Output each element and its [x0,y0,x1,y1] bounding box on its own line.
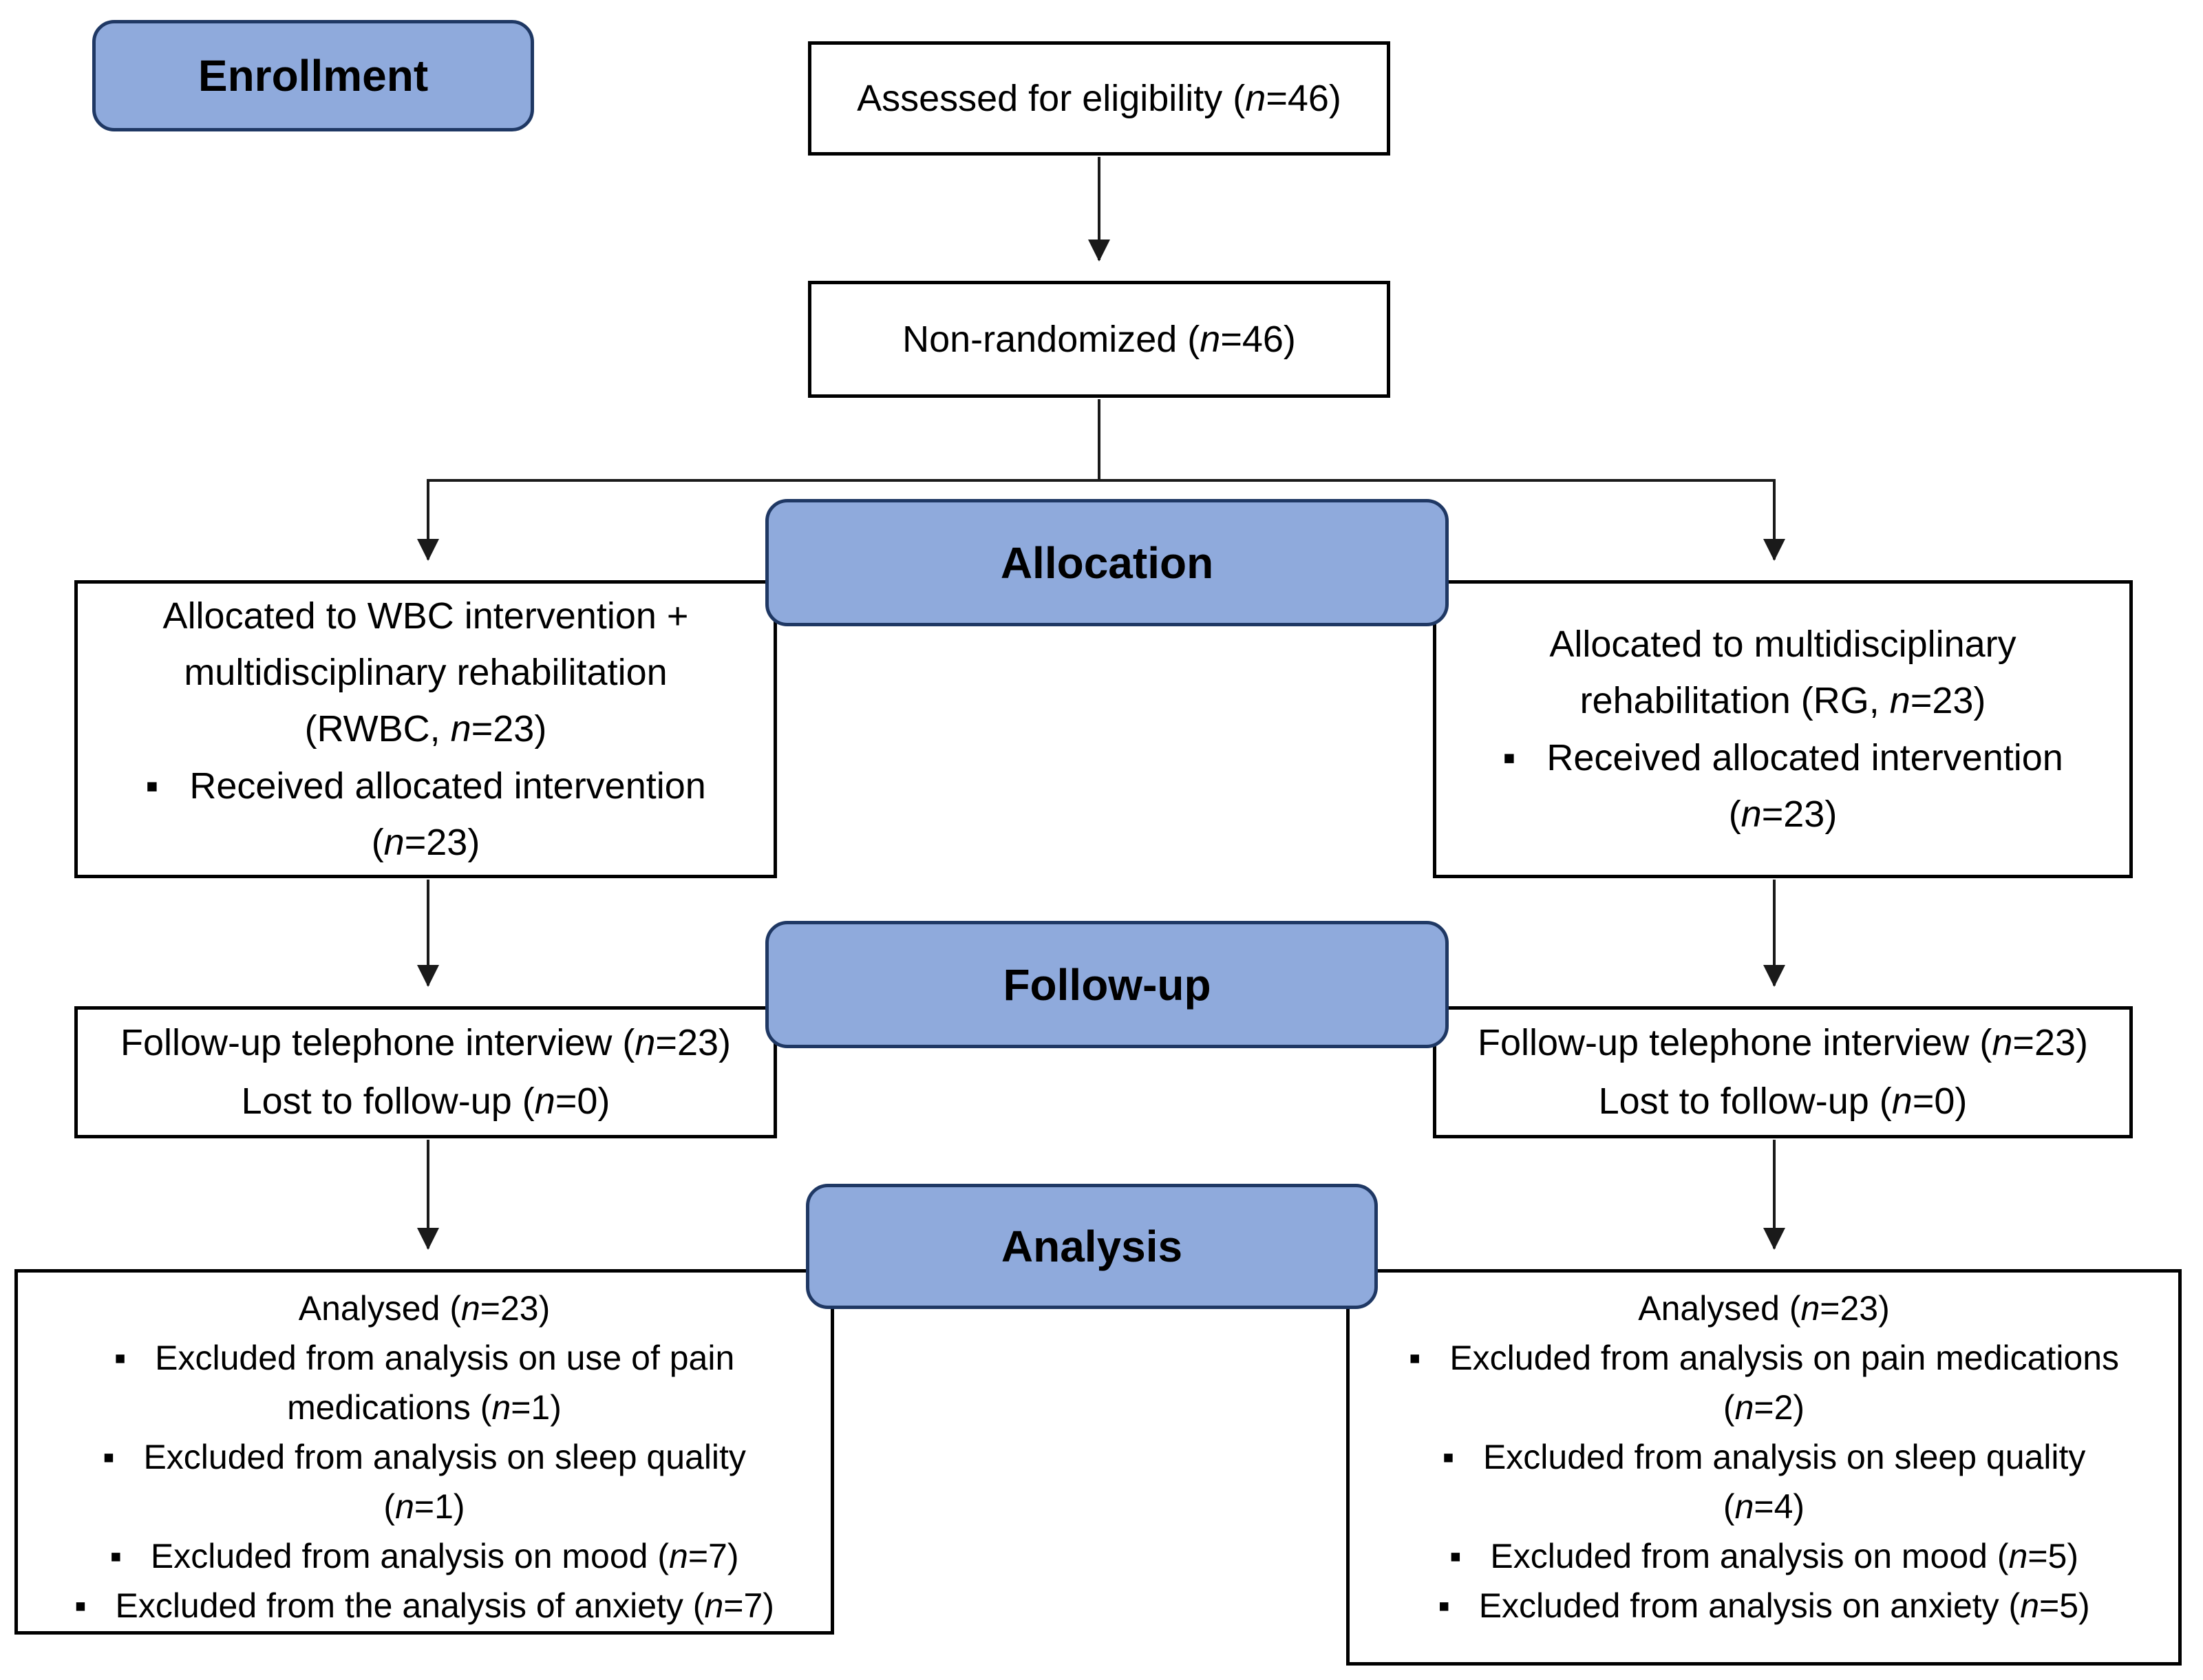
analysis-left-line: ▪ Excluded from analysis on sleep qualit… [103,1438,746,1476]
followup-stage-badge: Follow-up [765,921,1449,1048]
analysis-left-line: ▪ Excluded from analysis on mood (n=7) [109,1537,739,1575]
follow-left-line: Follow-up telephone interview (n=23) [120,1021,732,1063]
analysis-left-line: ▪ Excluded from the analysis of anxiety … [74,1586,774,1625]
analysis-right-line: ▪ Excluded from analysis on sleep qualit… [1442,1438,2086,1476]
assessed-for-eligibility-box: Assessed for eligibility (n=46) [808,41,1390,156]
followup-stage-label: Follow-up [1003,959,1211,1010]
follow-right-line: Lost to follow-up (n=0) [1598,1081,1968,1122]
analysis-left-line: Analysed (n=23) [298,1289,551,1328]
analysis-right-line: (n=2) [1723,1388,1805,1427]
analysis-rg-box: Analysed (n=23) ▪ Excluded from analysis… [1346,1269,2182,1666]
allocation-rg-box: Allocated to multidisciplinary rehabilit… [1433,580,2133,878]
assessed-text: Assessed for eligibility (n=46) [857,77,1341,119]
allocation-rwbc-box: Allocated to WBC intervention + multidis… [74,580,777,878]
non-randomized-box: Non-randomized (n=46) [808,281,1390,398]
enrollment-stage-badge: Enrollment [92,20,534,131]
alloc-left-line: Allocated to WBC intervention + [162,595,689,637]
analysis-right-line: ▪ Excluded from analysis on anxiety (n=5… [1438,1586,2090,1625]
alloc-right-line: Allocated to multidisciplinary [1549,624,2016,666]
follow-right-line: Follow-up telephone interview (n=23) [1477,1021,2089,1063]
enrollment-stage-label: Enrollment [198,51,429,100]
analysis-left-line: (n=1) [383,1487,465,1526]
alloc-left-line: multidisciplinary rehabilitation [184,652,668,694]
analysis-right-line: Analysed (n=23) [1638,1289,1890,1328]
alloc-left-line: (RWBC, n=23) [304,708,547,750]
analysis-stage-badge: Analysis [806,1184,1378,1309]
analysis-left-line: medications (n=1) [287,1388,562,1427]
analysis-right-line: ▪ Excluded from analysis on pain medicat… [1408,1339,2120,1377]
allocation-stage-label: Allocation [1000,538,1214,588]
alloc-right-line: rehabilitation (RG, n=23) [1579,680,1986,722]
follow-left-line: Lost to follow-up (n=0) [241,1081,610,1122]
analysis-right-line: (n=4) [1723,1487,1805,1526]
non-randomized-text: Non-randomized (n=46) [902,318,1296,360]
alloc-right-line: (n=23) [1728,793,1838,835]
alloc-left-line: ▪ Received allocated intervention [145,765,706,807]
alloc-left-line: (n=23) [371,821,480,863]
analysis-left-line: ▪ Excluded from analysis on use of pain [114,1339,735,1377]
alloc-right-line: ▪ Received allocated intervention [1502,736,2063,778]
analysis-right-line: ▪ Excluded from analysis on mood (n=5) [1449,1537,2078,1575]
followup-rg-box: Follow-up telephone interview (n=23) Los… [1433,1006,2133,1138]
allocation-stage-badge: Allocation [765,499,1449,626]
followup-rwbc-box: Follow-up telephone interview (n=23) Los… [74,1006,777,1138]
analysis-rwbc-box: Analysed (n=23) ▪ Excluded from analysis… [14,1269,834,1635]
analysis-stage-label: Analysis [1001,1222,1183,1271]
